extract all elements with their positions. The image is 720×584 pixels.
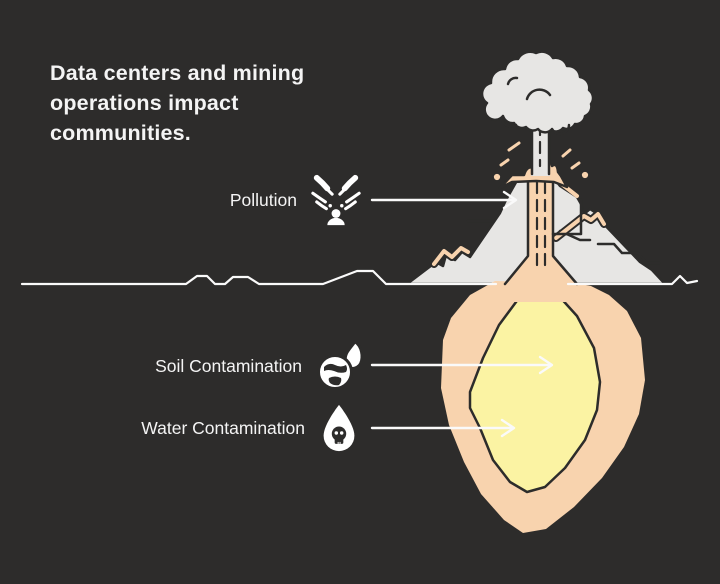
water-arrow	[370, 418, 516, 438]
earth-fire-icon	[317, 340, 363, 390]
conduit-side-block	[551, 198, 583, 236]
pollution-arrow	[370, 190, 518, 210]
lava-sparks	[493, 141, 589, 181]
person-smog-icon	[311, 174, 361, 226]
droplet-skull-icon	[323, 404, 355, 452]
pollution-label: Pollution	[229, 189, 297, 210]
water-label: Water Contamination	[141, 417, 305, 438]
soil-label: Soil Contamination	[155, 355, 302, 376]
lava-streams	[430, 176, 608, 268]
soil-arrow	[370, 355, 554, 375]
magma-chamber	[441, 279, 645, 533]
ground-line	[20, 269, 699, 286]
page-title: Data centers and mining operations impac…	[50, 61, 305, 145]
lava-conduit	[503, 172, 583, 302]
soil-annotation: Soil Contamination	[155, 340, 366, 392]
magma-chamber-inner	[468, 279, 602, 494]
smoke-cloud	[480, 50, 595, 136]
water-annotation: Water Contamination	[141, 403, 361, 453]
pollution-annotation: Pollution	[230, 173, 363, 227]
